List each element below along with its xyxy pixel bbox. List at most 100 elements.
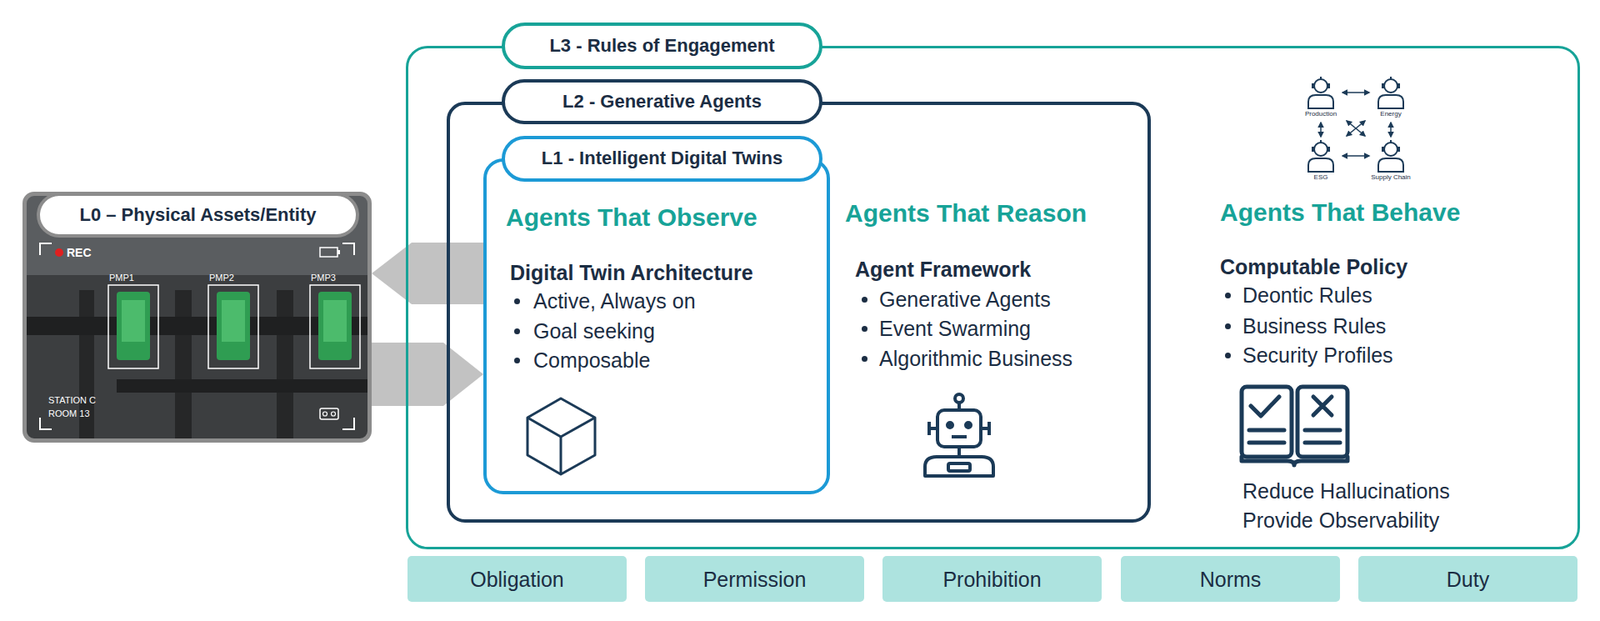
rulebook-icon [1241,386,1292,457]
layer-box: L1 - Intelligent Digital TwinsAgents Tha… [405,45,1580,550]
pump-tag: PMP3 [310,272,336,284]
bullet-item: Deontic Rules [1242,283,1373,307]
policy-band: Duty [1358,555,1578,602]
layer-box: L1 - Intelligent Digital TwinsAgents Tha… [483,158,830,495]
bullet-dot [514,357,520,364]
section-title: Agents That Reason [845,199,1087,227]
cube-icon [527,398,595,475]
person-icon [1378,140,1404,172]
band-label: Duty [1446,567,1490,591]
bullet-dot [514,328,520,335]
bullet-dot [514,298,520,305]
recording-label: REC [66,245,92,260]
bullet-dot [861,355,868,362]
cube-icon [527,398,595,475]
check-mark [1250,396,1280,416]
robot-icon [925,394,994,476]
robot-icon [965,422,971,428]
record-dot [55,248,64,257]
exchange-arrow [1346,120,1365,136]
layer-title: L2 - Generative Agents [562,90,762,113]
rulebook-icon [1297,386,1348,457]
text-holder: Deontic Rules [1242,282,1373,308]
camera-frame [40,243,355,430]
text-holder: Algorithmic Business [879,345,1073,371]
robot-icon [947,422,953,428]
person-icon [1378,76,1404,109]
block-arrow [371,342,484,406]
bullet-dot [861,325,868,332]
pump-tag: PMP2 [209,272,235,284]
band-text-holder: Duty [1446,566,1490,592]
band-label: Permission [703,567,807,591]
text-holder: Agents That Reason [845,198,1087,229]
policy-band: Obligation [407,555,627,602]
detection-box [208,285,259,369]
bullet-item: Algorithmic Business [879,346,1073,370]
person-icon [1308,76,1334,109]
text-holder: Provide Observability [1242,507,1440,533]
band-label: Prohibition [942,567,1041,591]
bullet-dot [1225,352,1231,359]
text-holder: Agents That Observe [505,202,758,233]
pump-motor [216,291,250,360]
robot-icon [951,435,967,439]
layer-tab: L3 - Rules of Engagement [501,22,823,70]
section-heading: Digital Twin Architecture [510,260,754,285]
rulebook-icon [1241,386,1348,465]
pump-detail [221,300,245,342]
text-holder: Goal seeking [533,318,655,344]
bullet-item: Event Swarming [879,316,1031,340]
block-arrow [371,242,484,305]
layer-box: L1 - Intelligent Digital TwinsAgents Tha… [446,101,1151,523]
pipe [25,316,370,335]
pipe [276,290,294,440]
benefit-text: Reduce Hallucinations [1242,479,1450,503]
exchange-arrow [1342,91,1370,94]
agent-role-label: ESG [1314,173,1329,182]
pump-detail [121,300,145,342]
bullet-dot [861,296,868,303]
pump-room-photo [25,194,370,440]
rulebook-icon [1241,456,1348,465]
section-heading: Agent Framework [855,257,1031,281]
benefit-text: Provide Observability [1242,508,1440,532]
text-holder: Generative Agents [879,286,1051,312]
pump-tag: PMP1 [109,272,135,284]
text-holder: Reduce Hallucinations [1242,478,1450,504]
tape-icon [323,411,328,416]
band-label: Norms [1200,567,1262,591]
pump-motor [116,291,150,360]
location-label: STATION C [48,395,96,406]
bullet-item: Security Profiles [1242,343,1394,367]
robot-icon [948,463,970,471]
agent-role-label: Supply Chain [1370,173,1411,182]
cube-icon [527,417,595,437]
layer-tab: L0 – Physical Assets/Entity [36,192,360,238]
text-holder: Event Swarming [879,315,1031,341]
section-heading: Computable Policy [1220,255,1408,279]
bullet-item: Generative Agents [879,287,1051,311]
agent-role-label: Production [1305,110,1337,119]
layer-tab: L1 - Intelligent Digital Twins [501,135,823,182]
agent-role-label: Energy [1380,110,1401,119]
location-label: ROOM 13 [48,408,90,420]
bullet-dot [1225,292,1231,299]
band-text-holder: Obligation [470,566,565,592]
rulebook-icon [1249,430,1340,443]
photo-wall [25,194,370,275]
layer-title: L1 - Intelligent Digital Twins [541,147,783,170]
photo-ground [25,194,370,440]
cube-icon [560,436,563,475]
detection-box [108,285,159,369]
tape-icon [320,408,339,420]
policy-band: Permission [645,555,865,602]
text-holder: Business Rules [1242,313,1386,339]
text-holder: Active, Always on [533,288,696,314]
text-holder: Digital Twin Architecture [510,260,754,285]
text-holder: Security Profiles [1242,342,1394,368]
bullet-dot [1225,323,1231,330]
bullet-item: Goal seeking [533,319,655,343]
